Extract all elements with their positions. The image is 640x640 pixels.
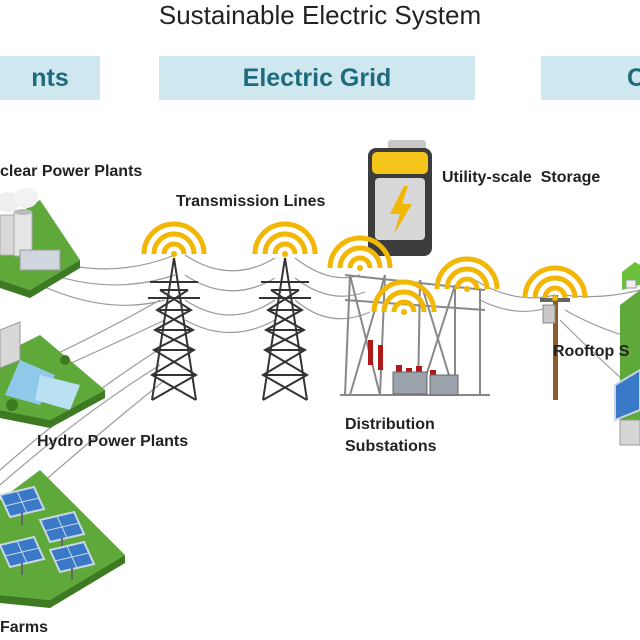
band-generation-label: nts: [31, 63, 69, 92]
band-electric-grid-header: Electric Grid: [159, 56, 475, 100]
signal-icon-tower-2: [255, 224, 315, 257]
transmission-tower-1: [148, 257, 200, 401]
battery-icon: [368, 140, 432, 256]
utility-storage-label: Utility-scale Storage: [442, 169, 601, 186]
solar-farm-illustration: [0, 470, 125, 608]
nuclear-plant-illustration: [0, 188, 80, 298]
band-generation-header: nts: [0, 56, 100, 100]
band-consumption-header: C: [541, 56, 640, 100]
transmission-lines-label: Transmission Lines: [176, 193, 326, 210]
distribution-label-line2: Substations: [345, 438, 437, 455]
hydro-plants-label: Hydro Power Plants: [37, 433, 189, 450]
band-electric-grid-label: Electric Grid: [242, 63, 392, 92]
band-consumption-label: C: [627, 63, 640, 92]
solar-farms-label: Farms: [0, 619, 49, 636]
nuclear-plants-label: clear Power Plants: [0, 163, 143, 180]
signal-icon-tower-1: [144, 224, 204, 257]
rooftop-house-illustration: [614, 262, 640, 446]
transmission-tower-2: [259, 257, 311, 401]
distribution-label-line1: Distribution: [345, 416, 435, 433]
rooftop-solar-label: Rooftop S: [553, 343, 630, 360]
signal-icon-pole: [525, 268, 585, 301]
hydro-plant-illustration: [0, 321, 105, 428]
substation-transformers: [392, 371, 459, 396]
page-title: Sustainable Electric System: [158, 0, 482, 30]
signal-icon-substation-right: [437, 259, 497, 292]
